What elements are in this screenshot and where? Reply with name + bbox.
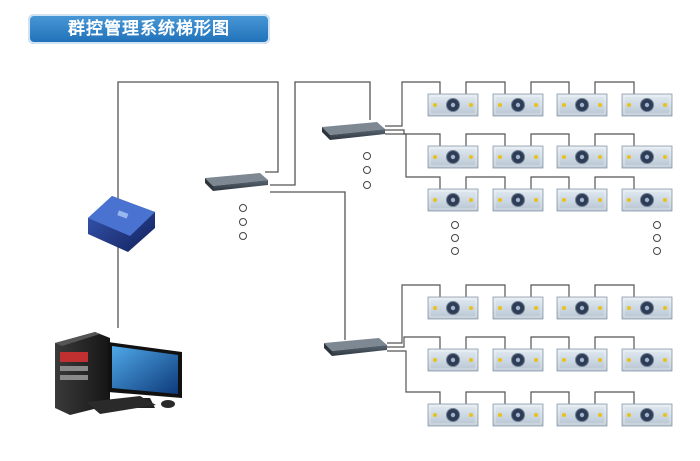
- network-hub-lower: [324, 338, 387, 356]
- ffu-unit-icon: [427, 296, 479, 320]
- main-wiring: [117, 81, 371, 340]
- ffu-unit-icon: [492, 403, 544, 427]
- ffu-unit-icon: [492, 145, 544, 169]
- ffu-unit-icon: [492, 296, 544, 320]
- network-hub-upper: [322, 122, 385, 140]
- usb-converter-icon: [88, 196, 155, 252]
- ffu-unit-icon: [556, 145, 608, 169]
- ffu-unit-icon: [621, 145, 673, 169]
- ffu-unit-icon: [621, 93, 673, 117]
- ffu-unit-icon: [556, 348, 608, 372]
- ffu-unit-icon: [621, 296, 673, 320]
- page-title: 群控管理系统梯形图: [68, 19, 230, 39]
- ffu-unit-icon: [427, 145, 479, 169]
- ffu-unit-icon: [427, 403, 479, 427]
- ffu-unit-icon: [621, 348, 673, 372]
- title-banner: 群控管理系统梯形图: [28, 14, 270, 44]
- ffu-unit-icon: [427, 348, 479, 372]
- ffu-unit-icon: [492, 188, 544, 212]
- ffu-unit-icon: [492, 348, 544, 372]
- lower-group-wiring: [387, 284, 635, 404]
- ffu-unit-icon: [556, 188, 608, 212]
- ellipsis-dots-icon: [239, 152, 661, 255]
- ffu-unit-icon: [556, 93, 608, 117]
- ffu-unit-icon: [556, 296, 608, 320]
- ffu-array: [385, 81, 673, 427]
- upper-group-wiring: [385, 81, 635, 189]
- ffu-unit-icon: [556, 403, 608, 427]
- ffu-unit-icon: [427, 93, 479, 117]
- ffu-unit-icon: [621, 188, 673, 212]
- desktop-computer-icon: [55, 332, 182, 415]
- ffu-unit-icon: [427, 188, 479, 212]
- ffu-unit-icon: [492, 93, 544, 117]
- network-hub-main: [205, 173, 268, 191]
- ffu-unit-icon: [621, 403, 673, 427]
